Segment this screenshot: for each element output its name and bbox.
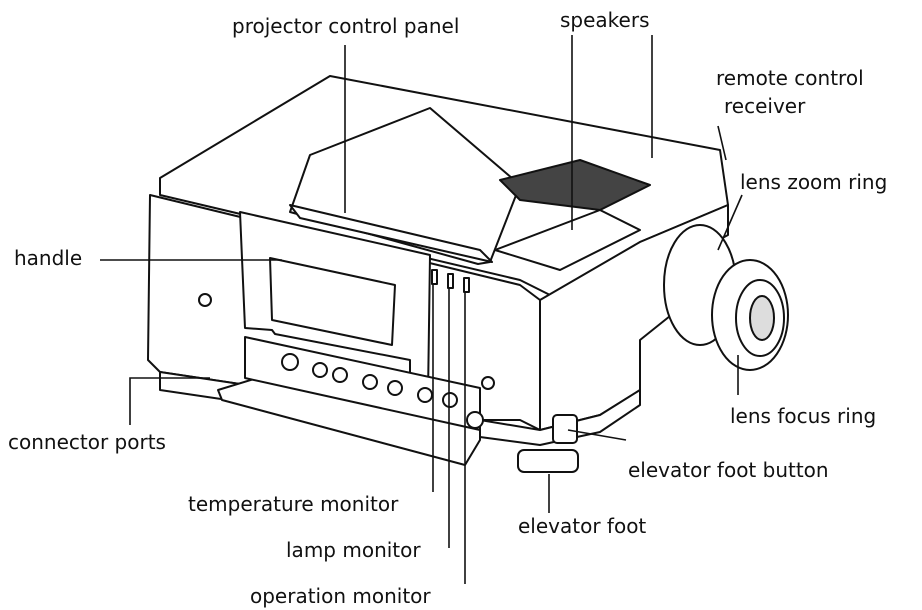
- speaker-dots: [494, 209, 641, 271]
- label-connector-ports: connector ports: [8, 430, 166, 454]
- elevator-foot-button-body: [552, 414, 578, 444]
- label-remote-control-receiver-line1: remote control: [716, 66, 864, 90]
- label-speakers: speakers: [560, 8, 650, 32]
- label-lens-focus-ring: lens focus ring: [730, 404, 877, 428]
- handle-grip: [269, 257, 396, 346]
- label-operation-monitor: operation monitor: [250, 584, 431, 608]
- label-elevator-foot-button: elevator foot button: [628, 458, 829, 482]
- label-remote-control-receiver-line2: receiver: [724, 94, 806, 118]
- control-panel: [289, 204, 493, 263]
- elevator-foot-body: [517, 449, 579, 473]
- label-lamp-monitor: lamp monitor: [286, 538, 421, 562]
- speaker-grille: [499, 159, 651, 211]
- label-temperature-monitor: temperature monitor: [188, 492, 399, 516]
- label-elevator-foot: elevator foot: [518, 514, 647, 538]
- label-projector-control-panel: projector control panel: [232, 14, 460, 38]
- label-handle: handle: [14, 246, 83, 270]
- label-lens-zoom-ring: lens zoom ring: [740, 170, 888, 194]
